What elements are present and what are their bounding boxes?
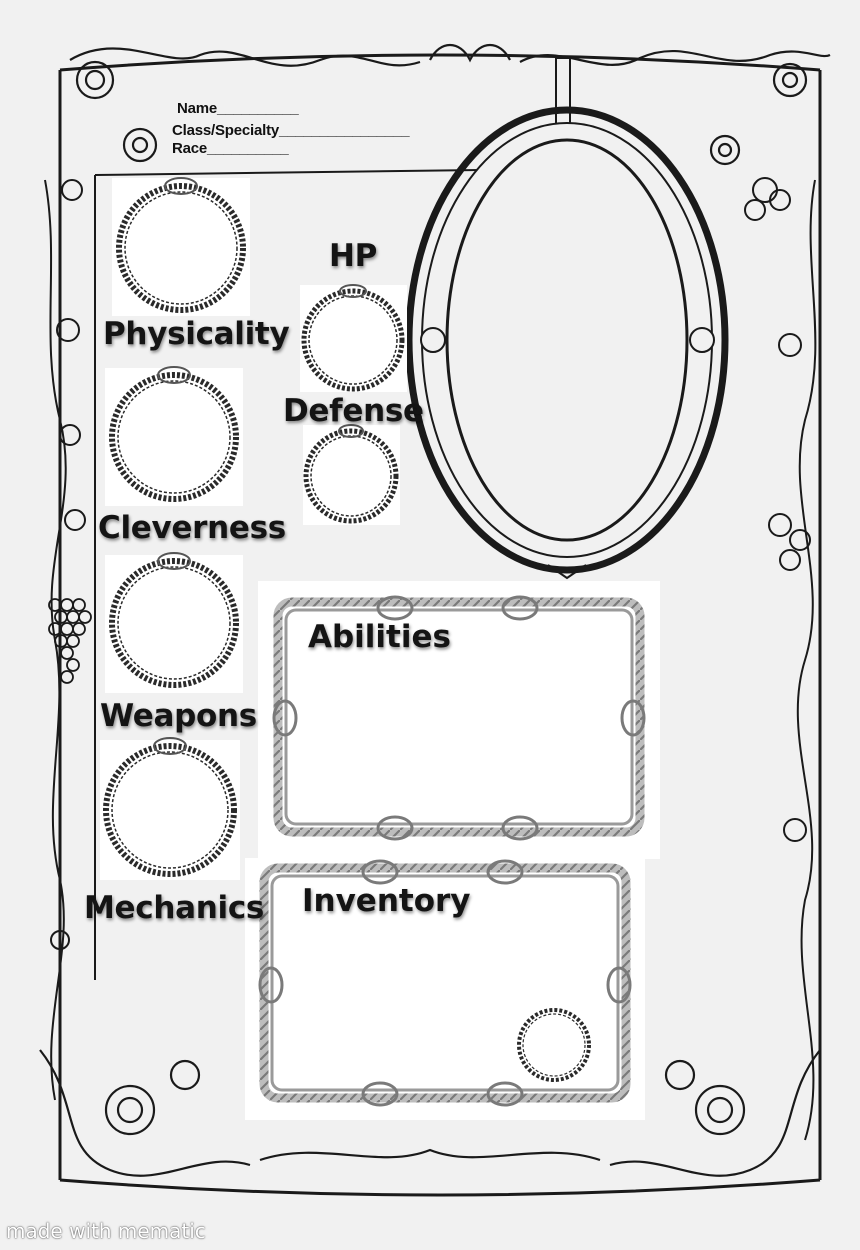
panel-pad (245, 858, 645, 1120)
panel-pad (258, 581, 660, 859)
ring-pad (105, 368, 243, 506)
abilities-title: Abilities (308, 619, 451, 655)
race-field[interactable]: Race__________ (172, 140, 289, 157)
physicality-label: Physicality (103, 316, 290, 352)
cleverness-label: Cleverness (98, 510, 286, 546)
hp-label: HP (329, 238, 378, 274)
mematic-watermark: made with mematic (6, 1219, 206, 1243)
class-specialty-field[interactable]: Class/Specialty________________ (172, 122, 410, 139)
stat-rings (103, 183, 591, 1082)
inventory-title: Inventory (302, 883, 471, 919)
portrait-frame (405, 57, 729, 580)
mechanics-label: Mechanics (84, 890, 265, 926)
name-field[interactable]: Name__________ (177, 100, 299, 117)
weapons-label: Weapons (100, 698, 257, 734)
abilities-rope-frame (272, 595, 646, 841)
defense-label: Defense (283, 393, 424, 429)
inventory-rope-frame (258, 859, 632, 1107)
